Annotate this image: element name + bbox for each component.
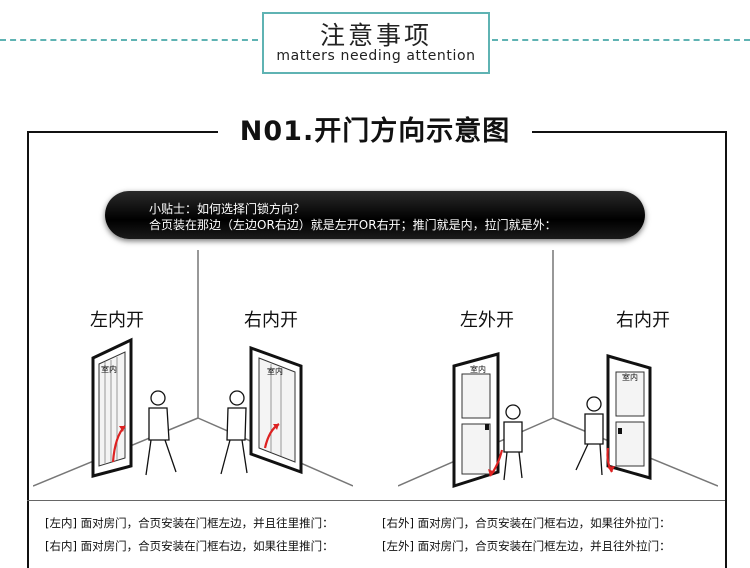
door-left-outward <box>452 352 504 489</box>
door-sign-1: 室内 <box>101 364 117 374</box>
tip-line-2: 合页装在那边（左边OR右边）就是左开OR右开；推门就是内，拉门就是外： <box>149 218 557 232</box>
explanation-tag: [右内] <box>45 539 77 553</box>
person-icon-1 <box>145 390 177 476</box>
door-sign-3: 室内 <box>470 364 486 374</box>
label-right-inward-2: 右内开 <box>616 310 670 331</box>
header-title-cn: 注意事项 <box>319 21 432 50</box>
explanation-right-inward: [右内] 面对房门，合页安装在门框右边，如果往里推门： <box>45 538 334 554</box>
header-dash-right <box>492 39 750 41</box>
scene-outward: 左外开 右内开 室内 室内 <box>397 240 719 498</box>
explanation-left-inward: [左内] 面对房门，合页安装在门框左边，并且往里推门： <box>45 515 334 531</box>
section-title: N01.开门方向示意图 <box>218 111 532 153</box>
room-corner-illustration-right: 左外开 右内开 室内 室内 <box>397 250 719 489</box>
divider <box>27 500 725 501</box>
person-icon-2 <box>220 390 248 475</box>
door-sign-2: 室内 <box>267 366 283 376</box>
header-dash-left <box>0 39 258 41</box>
door-left-inward <box>91 337 133 478</box>
tip-banner: 小贴士：如何选择门锁方向？ 合页装在那边（左边OR右边）就是左开OR右开；推门就… <box>105 191 645 239</box>
person-icon-3 <box>503 404 523 481</box>
explanation-tag: [左内] <box>45 516 77 530</box>
room-corner-illustration-left: 左内开 右内开 室内 室内 <box>32 250 354 487</box>
explanation-text: 面对房门，合页安装在门框左边，并且往里推门： <box>80 516 334 530</box>
header-title-en: matters needing attention <box>276 48 476 64</box>
door-sign-4: 室内 <box>622 372 638 382</box>
explanation-text: 面对房门，合页安装在门框右边，如果往里推门： <box>80 539 334 553</box>
person-icon-4 <box>575 396 604 476</box>
explanation-tag: [左外] <box>382 539 414 553</box>
header-box: 注意事项 matters needing attention <box>262 12 490 74</box>
explanation-text: 面对房门，合页安装在门框右边，如果往外拉门： <box>417 516 671 530</box>
label-left-outward: 左外开 <box>460 310 514 331</box>
explanation-left-outward: [左外] 面对房门，合页安装在门框左边，并且往外拉门： <box>382 538 671 554</box>
tip-line-1: 小贴士：如何选择门锁方向？ <box>149 202 306 216</box>
scene-inward: 左内开 右内开 室内 室内 <box>32 240 354 498</box>
door-right-inward-2 <box>606 354 652 480</box>
explanation-text: 面对房门，合页安装在门框左边，并且往外拉门： <box>417 539 671 553</box>
explanation-right-outward: [右外] 面对房门，合页安装在门框右边，如果往外拉门： <box>382 515 671 531</box>
label-left-inward: 左内开 <box>90 310 144 331</box>
explanation-tag: [右外] <box>382 516 414 530</box>
label-right-inward-1: 右内开 <box>244 310 298 331</box>
door-right-inward <box>249 345 303 475</box>
